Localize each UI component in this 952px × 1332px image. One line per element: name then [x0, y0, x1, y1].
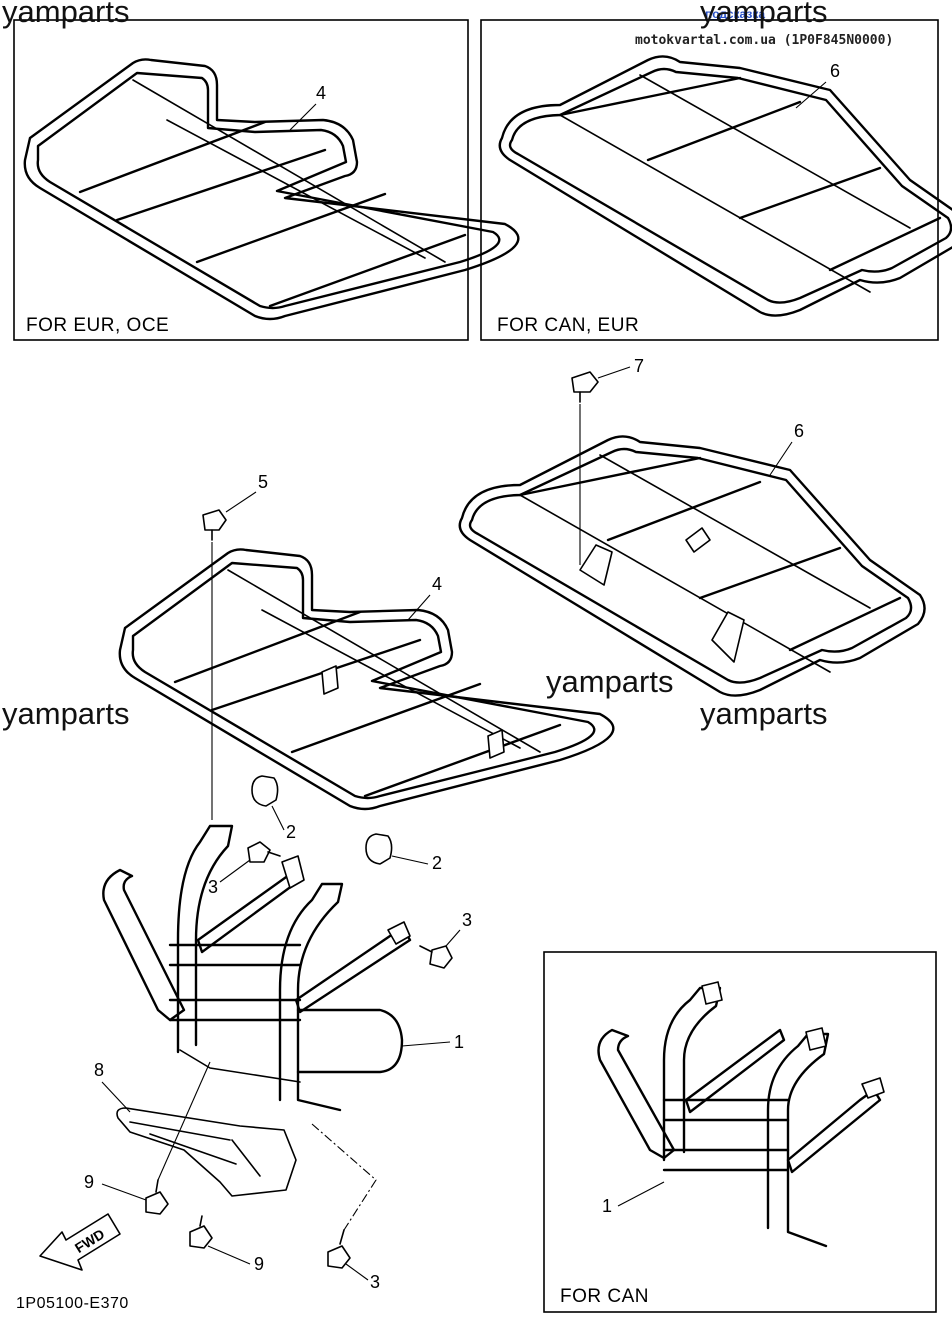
callout-leader: [795, 81, 827, 109]
panel-for-can: 1 FOR CAN: [543, 951, 937, 1313]
bolt-3a: [247, 841, 281, 863]
callout-leader: [597, 366, 631, 379]
callout-2: 2: [432, 853, 442, 873]
callout-leader: [157, 1061, 211, 1181]
bolt-5: [202, 509, 227, 820]
hint-link[interactable]: подсказка: [705, 7, 765, 21]
bolt-3b: [419, 945, 453, 969]
panel-frame: [480, 19, 939, 341]
callout-3: 3: [208, 877, 218, 897]
rear-carrier-rack-6: [498, 55, 952, 317]
grommet-2b: [365, 833, 393, 865]
site-reference: motokvartal.com.ua (1P0F845N0000): [635, 33, 893, 48]
watermark: yamparts: [546, 664, 673, 699]
callout-leader: [207, 1245, 251, 1265]
callout-2: 2: [286, 822, 296, 842]
callout-leader: [769, 441, 793, 476]
callout-leader: [617, 1181, 665, 1207]
front-guard-1: [102, 824, 412, 1112]
bolt-7: [571, 371, 599, 565]
callout-leader: [345, 1263, 369, 1281]
callout-6: 6: [794, 421, 804, 441]
forward-arrow-icon: FWD: [39, 1213, 121, 1271]
panel-for-eur-oce: 4 FOR EUR, OCE: [13, 19, 520, 341]
alignment-line: [311, 1123, 377, 1231]
callout-leader: [445, 929, 461, 947]
callout-8: 8: [94, 1060, 104, 1080]
callout-leader: [219, 859, 251, 883]
callout-1: 1: [454, 1032, 464, 1052]
bolt-9b: [189, 1215, 213, 1249]
watermark: yamparts: [700, 696, 827, 731]
callout-9: 9: [84, 1172, 94, 1192]
watermark: yamparts: [700, 0, 827, 29]
bracket-8: [116, 1107, 297, 1197]
callout-3: 3: [370, 1272, 380, 1292]
panel-caption: FOR CAN: [560, 1286, 649, 1307]
callout-6: 6: [830, 61, 840, 81]
callout-5: 5: [258, 472, 268, 492]
watermark: yamparts: [2, 0, 129, 29]
watermark: yamparts: [2, 696, 129, 731]
panel-for-can-eur: 6 FOR CAN, EUR: [480, 19, 952, 341]
front-carrier-rack-4-main: [118, 548, 615, 811]
callout-leader: [407, 594, 431, 621]
callout-leader: [101, 1081, 131, 1113]
callout-leader: [225, 491, 257, 513]
callout-leader: [391, 855, 429, 865]
callout-9: 9: [254, 1254, 264, 1274]
panel-caption: FOR EUR, OCE: [26, 315, 169, 336]
callout-leader: [101, 1183, 147, 1201]
callout-1: 1: [602, 1196, 612, 1216]
callout-leader: [401, 1041, 451, 1047]
rear-carrier-rack-6-main: [458, 435, 926, 697]
callout-3: 3: [462, 910, 472, 930]
rear-carrier-rack-4: [23, 58, 520, 321]
panel-frame: [13, 19, 469, 341]
bolt-9a: [145, 1179, 169, 1215]
bolt-3c: [327, 1229, 351, 1269]
panel-frame: [543, 951, 937, 1313]
callout-leader: [271, 805, 285, 831]
panel-caption: FOR CAN, EUR: [497, 315, 639, 336]
front-guard-1-can: [597, 981, 885, 1248]
callout-4: 4: [316, 83, 326, 103]
callout-7: 7: [634, 356, 644, 376]
callout-leader: [289, 103, 317, 131]
callout-4: 4: [432, 574, 442, 594]
diagram-reference: 1P05100-E370: [16, 1295, 129, 1312]
grommet-2a: [251, 775, 279, 807]
